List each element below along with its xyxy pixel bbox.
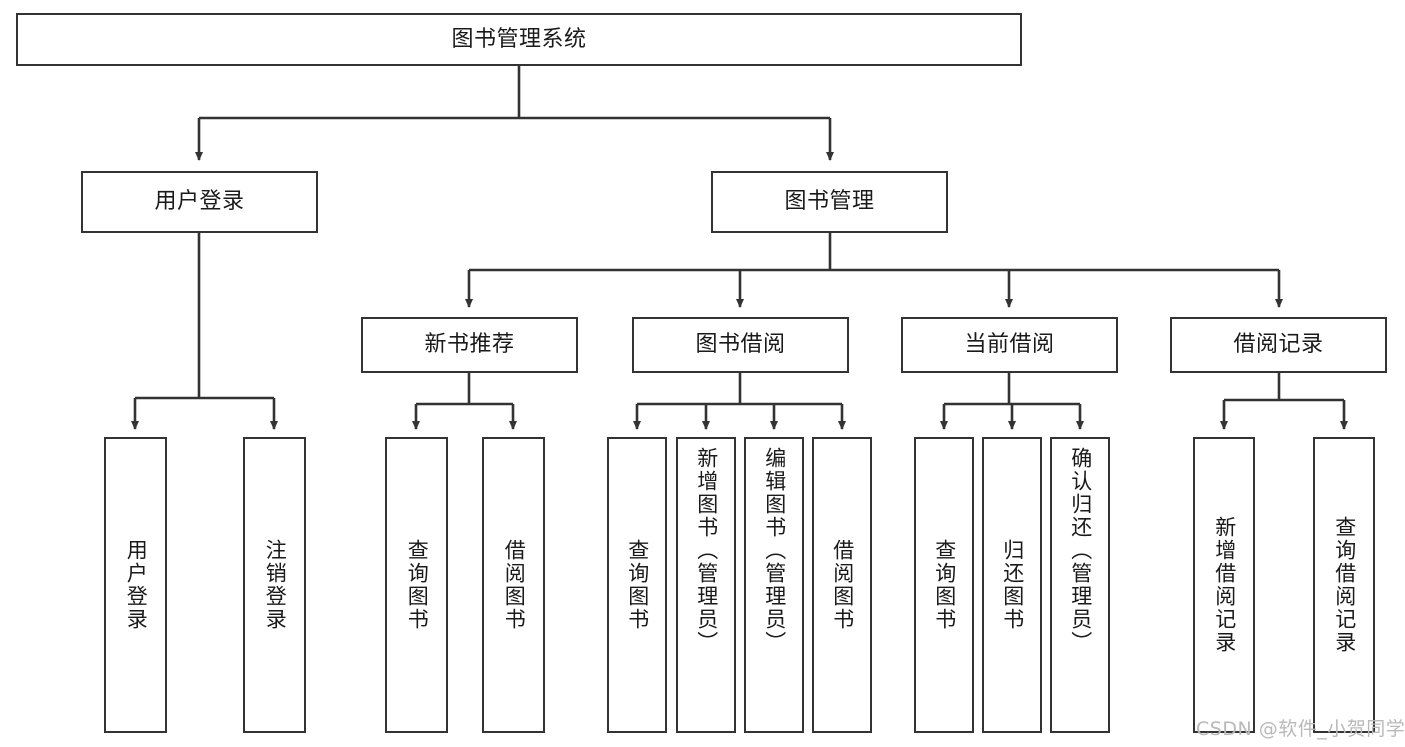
node-borrow-record-label: 借阅记录 (1233, 332, 1324, 358)
leaf-user-login-1[interactable]: 注销登录 (243, 437, 306, 733)
leaf-book-borrow-1[interactable]: 新增图书（管理员） (676, 437, 736, 733)
leaf-current-borrow-1[interactable]: 归还图书 (982, 437, 1042, 733)
leaf-current-borrow-2[interactable]: 确认归还（管理员） (1050, 437, 1110, 733)
leaf-current-borrow-1-label: 归还图书 (1000, 539, 1025, 631)
leaf-user-login-1-label: 注销登录 (263, 539, 288, 631)
csdn-watermark: CSDN @软件_小贺同学 (1196, 718, 1405, 740)
node-current-borrow[interactable]: 当前借阅 (901, 317, 1118, 373)
leaf-book-borrow-2-label: 编辑图书（管理员） (762, 447, 787, 654)
leaf-borrow-record-1[interactable]: 查询借阅记录 (1313, 437, 1375, 733)
node-root[interactable]: 图书管理系统 (16, 13, 1022, 66)
leaf-book-borrow-1-label: 新增图书（管理员） (694, 447, 719, 654)
node-user-login-label: 用户登录 (154, 189, 245, 215)
node-book-borrow[interactable]: 图书借阅 (632, 317, 849, 373)
node-book-management[interactable]: 图书管理 (711, 171, 948, 233)
leaf-current-borrow-0[interactable]: 查询图书 (914, 437, 974, 733)
node-root-label: 图书管理系统 (451, 26, 587, 52)
node-book-borrow-label: 图书借阅 (695, 332, 786, 358)
leaf-book-borrow-0[interactable]: 查询图书 (607, 437, 667, 733)
node-new-book-recommend[interactable]: 新书推荐 (361, 317, 578, 373)
leaf-recommend-1-label: 借阅图书 (502, 539, 527, 631)
leaf-borrow-record-0-label: 新增借阅记录 (1212, 516, 1237, 654)
leaf-current-borrow-2-label: 确认归还（管理员） (1068, 447, 1093, 654)
leaf-book-borrow-0-label: 查询图书 (625, 539, 650, 631)
leaf-recommend-1[interactable]: 借阅图书 (482, 437, 545, 733)
leaf-user-login-0[interactable]: 用户登录 (104, 437, 167, 733)
leaf-user-login-0-label: 用户登录 (124, 539, 149, 631)
node-user-login[interactable]: 用户登录 (81, 171, 318, 233)
leaf-recommend-0[interactable]: 查询图书 (385, 437, 448, 733)
leaf-borrow-record-0[interactable]: 新增借阅记录 (1193, 437, 1255, 733)
node-book-management-label: 图书管理 (784, 189, 875, 215)
leaf-book-borrow-3[interactable]: 借阅图书 (812, 437, 872, 733)
node-borrow-record[interactable]: 借阅记录 (1170, 317, 1387, 373)
node-current-borrow-label: 当前借阅 (964, 332, 1055, 358)
leaf-book-borrow-3-label: 借阅图书 (830, 539, 855, 631)
leaf-book-borrow-2[interactable]: 编辑图书（管理员） (744, 437, 804, 733)
leaf-recommend-0-label: 查询图书 (405, 539, 430, 631)
node-new-book-recommend-label: 新书推荐 (424, 332, 515, 358)
leaf-borrow-record-1-label: 查询借阅记录 (1332, 516, 1357, 654)
leaf-current-borrow-0-label: 查询图书 (932, 539, 957, 631)
